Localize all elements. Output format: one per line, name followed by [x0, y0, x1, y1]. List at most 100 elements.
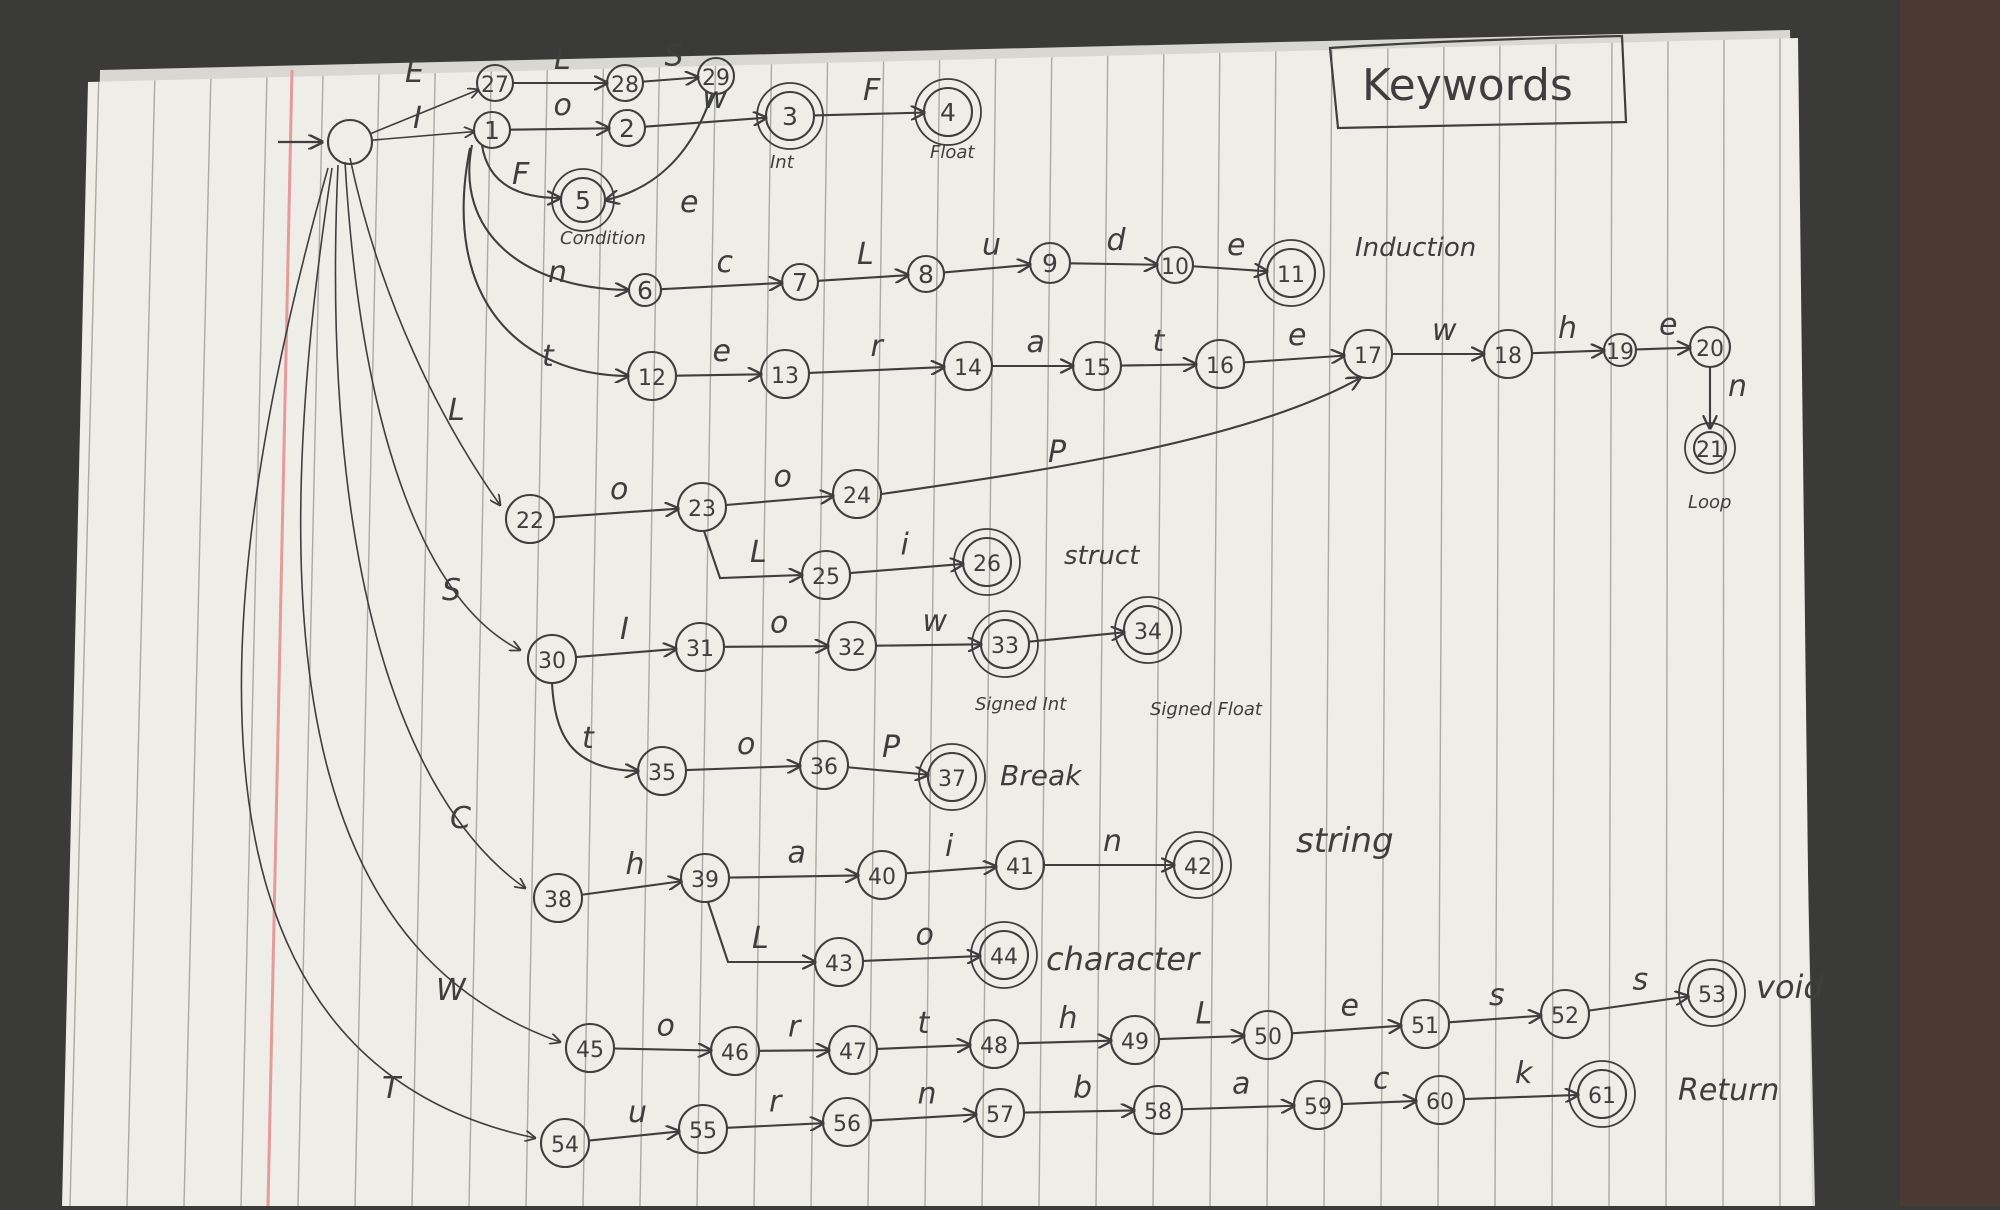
- state-26: 26: [953, 528, 1021, 596]
- state-58: 58: [1132, 1084, 1184, 1136]
- transition-label: n: [1103, 824, 1122, 859]
- state-47: 47: [827, 1024, 879, 1076]
- transition-s60-s61: [1463, 1095, 1578, 1099]
- state-37: 37: [918, 743, 986, 811]
- transition-s6-s7: [660, 283, 782, 289]
- state-31: 31: [674, 621, 726, 673]
- transition-s0-s30: [344, 161, 520, 650]
- state-52: 52: [1539, 988, 1591, 1040]
- transition-s29-s5: [606, 93, 713, 200]
- state-number: 8: [918, 260, 934, 289]
- transition-label: t: [1153, 324, 1166, 359]
- state-25: 25: [800, 549, 852, 601]
- transition-label: c: [717, 245, 734, 280]
- transition-label: a: [1232, 1067, 1250, 1102]
- state-38: 38: [532, 872, 584, 924]
- transition-s18-s19: [1531, 351, 1604, 354]
- transition-label: t: [918, 1006, 931, 1041]
- transition-label: F: [863, 73, 881, 108]
- transition-label: d: [1107, 223, 1127, 258]
- state-29: 29: [696, 56, 736, 96]
- state-43: 43: [813, 936, 865, 988]
- state-44: 44: [970, 921, 1038, 989]
- state-caption: Break: [1000, 759, 1083, 792]
- transition-label: u: [982, 228, 1001, 263]
- state-1: 1: [472, 110, 512, 150]
- transition-s23-s25: [703, 530, 802, 578]
- state-45: 45: [564, 1022, 616, 1074]
- state-caption: Signed Float: [1150, 699, 1263, 720]
- transition-label: e: [1341, 989, 1359, 1024]
- state-number: 38: [544, 888, 572, 913]
- state-number: 45: [576, 1038, 604, 1063]
- transition-label: S: [665, 39, 684, 74]
- transition-s48-s49: [1017, 1041, 1111, 1044]
- state-number: 27: [481, 73, 509, 98]
- transition-s58-s59: [1181, 1106, 1294, 1110]
- transition-label: w: [1432, 313, 1457, 348]
- state-number: 22: [516, 509, 544, 534]
- state-number: 25: [812, 565, 840, 590]
- state-35: 35: [636, 745, 688, 797]
- state-caption: character: [1046, 940, 1201, 978]
- transition-label: t: [582, 721, 595, 756]
- state-41: 41: [994, 839, 1046, 891]
- state-13: 13: [759, 348, 811, 400]
- accepting-ring: [914, 78, 982, 146]
- transition-s32-s33: [875, 644, 981, 645]
- state-number: 29: [702, 66, 730, 91]
- transition-label: L: [750, 535, 767, 570]
- transition-label: i: [945, 829, 954, 864]
- transition-label: I: [620, 612, 629, 647]
- transition-s19-s20: [1635, 348, 1690, 350]
- ruled-lines: [69, 38, 1781, 1206]
- state-number: 24: [843, 484, 871, 509]
- accepting-ring: [551, 168, 615, 232]
- state-number: 61: [1588, 1084, 1616, 1109]
- transition-s0-s38: [334, 164, 525, 888]
- state-27: 27: [475, 63, 515, 103]
- state-caption: void: [1756, 968, 1824, 1006]
- state-caption: Loop: [1688, 492, 1731, 513]
- state-number: 52: [1551, 1004, 1579, 1029]
- transition-label: e: [680, 185, 698, 220]
- transition-label: w: [703, 81, 728, 116]
- transition-s1-s12: [462, 147, 628, 376]
- transition-label: u: [628, 1095, 647, 1130]
- state-16: 16: [1194, 338, 1246, 390]
- transition-label: n: [918, 1077, 937, 1112]
- transition-s49-s50: [1158, 1036, 1244, 1039]
- transition-s28-s29: [642, 77, 698, 81]
- transition-s35-s36: [685, 766, 800, 770]
- transition-label: n: [1728, 369, 1747, 404]
- transition-s0-s45: [299, 167, 560, 1042]
- state-number: 48: [980, 1034, 1008, 1059]
- state-number: 60: [1426, 1090, 1454, 1115]
- transition-s57-s58: [1023, 1110, 1134, 1112]
- transition-label: h: [626, 847, 645, 882]
- accepting-ring: [970, 921, 1038, 989]
- state-number: 49: [1121, 1030, 1149, 1055]
- state-number: 34: [1134, 620, 1162, 645]
- transition-label: k: [1515, 1056, 1534, 1091]
- accepting-ring: [1678, 959, 1746, 1027]
- state-40: 40: [856, 849, 908, 901]
- transition-label: e: [1659, 308, 1677, 343]
- state-21: 21: [1684, 422, 1736, 474]
- transition-label: o: [916, 918, 934, 953]
- state-20: 20: [1688, 325, 1732, 369]
- transition-label: o: [554, 88, 572, 123]
- transition-label: a: [1027, 325, 1045, 360]
- transition-label: L: [857, 237, 874, 272]
- state-28: 28: [605, 63, 645, 103]
- state-15: 15: [1071, 340, 1123, 392]
- state-number: 4: [940, 98, 956, 127]
- transition-s1-s5: [480, 144, 560, 198]
- state-8: 8: [906, 254, 946, 294]
- transition-label: r: [788, 1010, 802, 1045]
- state-number: 12: [638, 366, 666, 391]
- state-34: 34: [1114, 596, 1182, 664]
